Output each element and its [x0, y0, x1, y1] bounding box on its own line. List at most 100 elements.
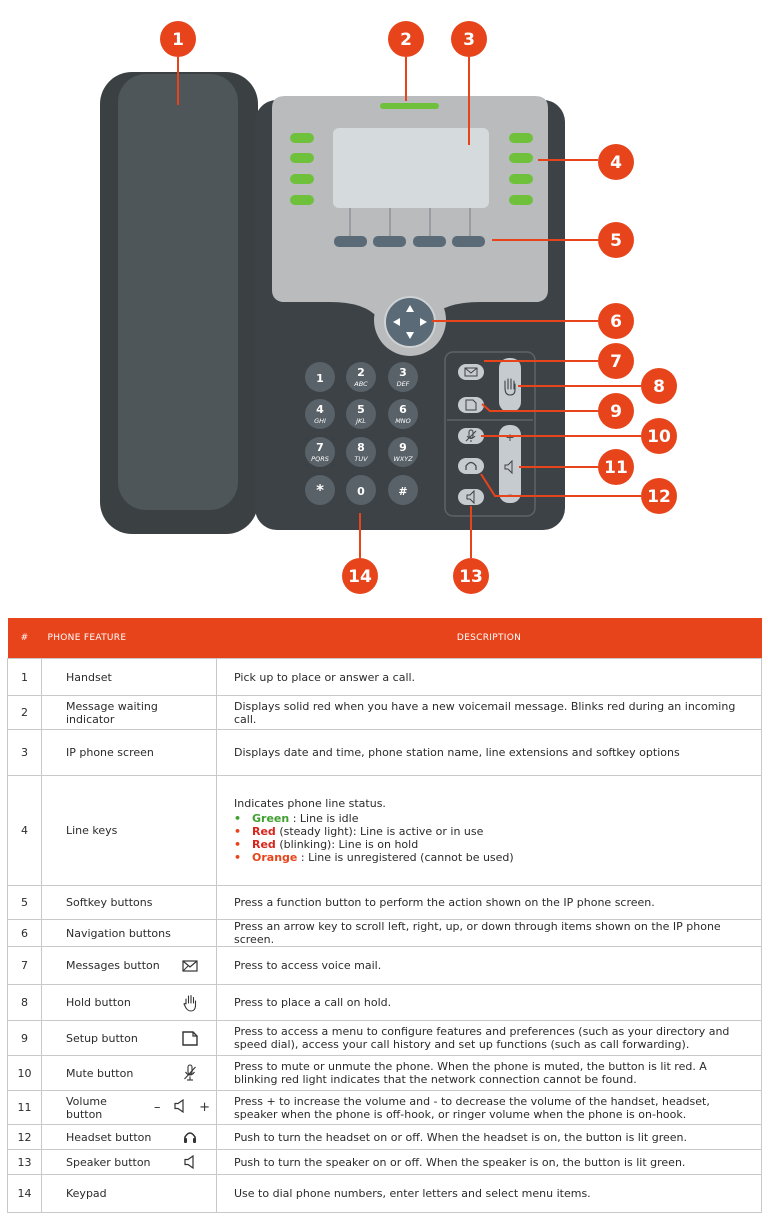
keypad-key[interactable]: # — [388, 475, 418, 505]
row-description: Indicates phone line status.Green : Line… — [216, 775, 762, 886]
navigation-buttons[interactable] — [384, 296, 436, 348]
nav-left-icon[interactable] — [393, 318, 400, 326]
nav-right-icon[interactable] — [420, 318, 427, 326]
line-key[interactable] — [509, 195, 533, 205]
line-key[interactable] — [509, 133, 533, 143]
status-color-label: Red — [252, 838, 276, 851]
envelope-icon — [464, 367, 478, 377]
description-text: Displays date and time, phone station na… — [234, 746, 680, 759]
keypad-digit: 7 — [316, 441, 324, 454]
nav-up-icon[interactable] — [406, 305, 414, 312]
volume-minus-sign: – — [154, 1100, 161, 1115]
keypad-digit: # — [398, 485, 407, 498]
callout-10: 10 — [641, 418, 677, 454]
keypad-digit: 1 — [316, 372, 324, 385]
mute-button[interactable] — [458, 428, 484, 444]
feature-name: Softkey buttons — [66, 896, 153, 909]
speaker-icon — [170, 1155, 210, 1169]
row-number: 1 — [7, 658, 42, 696]
feature-name: Keypad — [66, 1187, 107, 1200]
speaker-button[interactable] — [458, 489, 484, 505]
line-key[interactable] — [509, 174, 533, 184]
line-key[interactable] — [290, 174, 314, 184]
nav-down-icon[interactable] — [406, 332, 414, 339]
table-header-row: # PHONE FEATURE DESCRIPTION — [7, 618, 762, 659]
line-status-item: Green : Line is idle — [234, 812, 753, 825]
headset-icon — [465, 461, 477, 470]
description-text: Press an arrow key to scroll left, right… — [234, 920, 721, 946]
document-icon — [465, 399, 477, 411]
line-status-list: Green : Line is idleRed (steady light): … — [234, 812, 753, 864]
headset-button[interactable] — [458, 458, 484, 474]
header-feature: PHONE FEATURE — [41, 618, 217, 659]
feature-name: Message waiting indicator — [66, 699, 158, 726]
row-number: 8 — [7, 984, 42, 1021]
feature-name: Line keys — [66, 824, 118, 837]
softkey-button[interactable] — [413, 236, 446, 247]
callout-7: 7 — [598, 343, 634, 379]
feature-name: Handset — [66, 670, 112, 684]
row-number: 12 — [7, 1124, 42, 1150]
row-number: 2 — [7, 695, 42, 730]
keypad-digit: 4 — [316, 403, 324, 416]
line-key[interactable] — [290, 153, 314, 163]
messages-button[interactable] — [458, 364, 484, 380]
feature-name: Mute button — [66, 1066, 134, 1080]
row-description: Press a function button to perform the a… — [216, 885, 762, 920]
mic-muted-icon — [170, 1064, 210, 1082]
line-key[interactable] — [290, 133, 314, 143]
leader-lines — [177, 57, 641, 558]
row-number: 9 — [7, 1020, 42, 1056]
callout-9: 9 — [598, 393, 634, 429]
keypad-key[interactable]: * — [305, 475, 335, 505]
line-key[interactable] — [290, 195, 314, 205]
callout-label: 7 — [610, 352, 622, 372]
softkey-button[interactable] — [452, 236, 485, 247]
softkey-button[interactable] — [373, 236, 406, 247]
line-key[interactable] — [509, 153, 533, 163]
keypad-key[interactable]: 0 — [346, 475, 376, 505]
status-text: (steady light): Line is active or in use — [279, 825, 484, 838]
row-number: 3 — [7, 729, 42, 776]
row-number: 11 — [7, 1090, 42, 1125]
status-color-label: Red — [252, 825, 276, 838]
row-feature: Setup button — [41, 1020, 217, 1056]
row-feature: Messages button — [41, 946, 217, 985]
volume-button[interactable]: + – — [499, 425, 521, 503]
feature-name: Hold button — [66, 996, 131, 1009]
keypad-digit: 5 — [357, 403, 365, 416]
row-feature: Navigation buttons — [41, 919, 217, 947]
feature-name: Volume button — [66, 1094, 107, 1121]
line-keys-left — [290, 133, 314, 205]
keypad-key[interactable]: 1 — [305, 362, 335, 392]
keypad-letters: WXYZ — [393, 455, 413, 463]
hand-icon — [170, 994, 210, 1012]
row-feature: Handset — [41, 658, 217, 696]
volume-minus: – — [507, 488, 513, 501]
table-row: 2 Message waiting indicator Displays solid… — [7, 695, 762, 730]
row-description: Press to access a menu to configure feat… — [216, 1020, 762, 1056]
row-description: Displays solid red when you have a new v… — [216, 695, 762, 730]
row-feature: Mute button — [41, 1055, 217, 1091]
callout-12: 12 — [641, 478, 677, 514]
softkey-button[interactable] — [334, 236, 367, 247]
speaker-icon — [466, 489, 475, 505]
setup-button[interactable] — [458, 397, 484, 413]
hold-button[interactable] — [499, 358, 521, 412]
row-description: Displays date and time, phone station na… — [216, 729, 762, 776]
callout-label: 1 — [172, 30, 184, 50]
status-text: : Line is idle — [292, 812, 359, 825]
